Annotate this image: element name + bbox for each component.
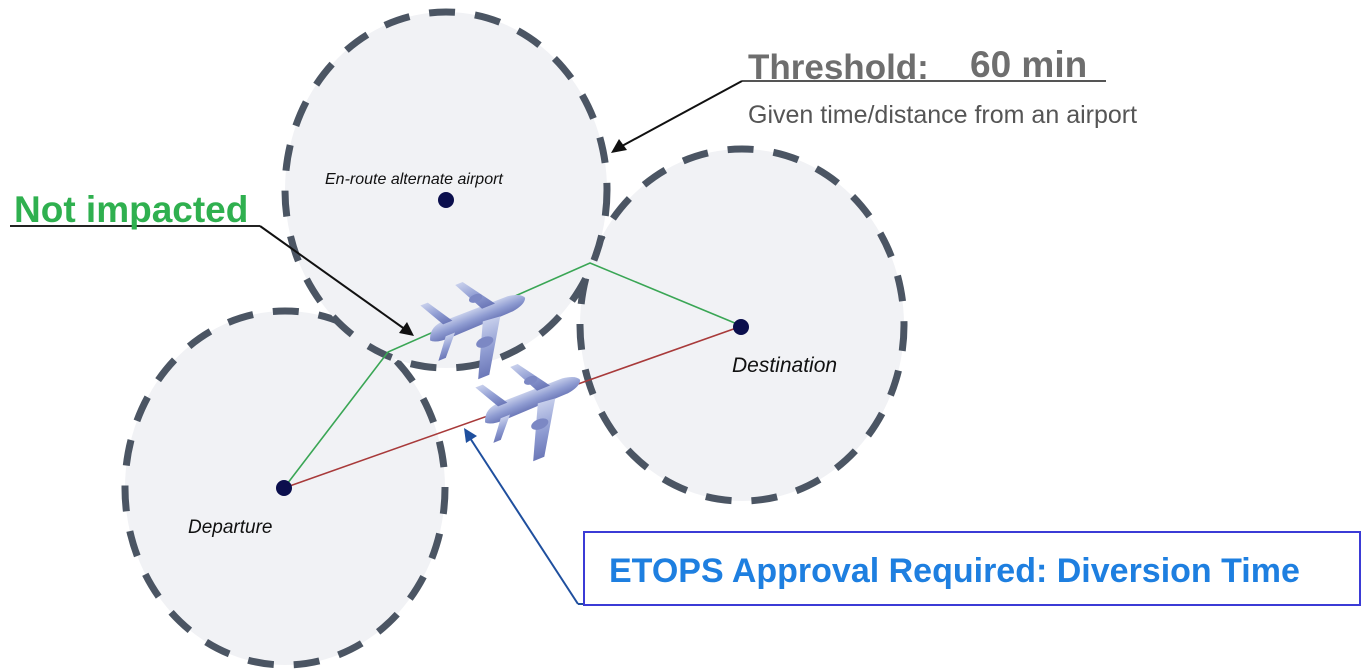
enroute-airport-dot: [438, 192, 454, 208]
departure-airport-dot: [276, 480, 292, 496]
threshold-description: Given time/distance from an airport: [748, 101, 1137, 129]
threshold-value: 60 min: [970, 44, 1087, 85]
threshold-arrow-line: [621, 80, 743, 147]
not-impacted-arrowhead: [399, 322, 414, 336]
departure-label: Departure: [188, 517, 273, 538]
enroute-radius-circle: [281, 8, 611, 372]
enroute-airport-label: En-route alternate airport: [325, 171, 503, 188]
not-impacted-label: Not impacted: [14, 189, 248, 230]
threshold-arrowhead: [611, 139, 627, 153]
etops-arrowhead: [464, 428, 477, 443]
etops-label: ETOPS Approval Required: Diversion Time: [609, 552, 1300, 590]
threshold-label: Threshold:: [748, 48, 929, 87]
etops-arrow-line: [469, 437, 579, 605]
destination-label: Destination: [732, 354, 837, 377]
not-impacted-arrow-line: [259, 225, 407, 331]
etops-callout-box: [583, 531, 1361, 606]
destination-airport-dot: [733, 319, 749, 335]
